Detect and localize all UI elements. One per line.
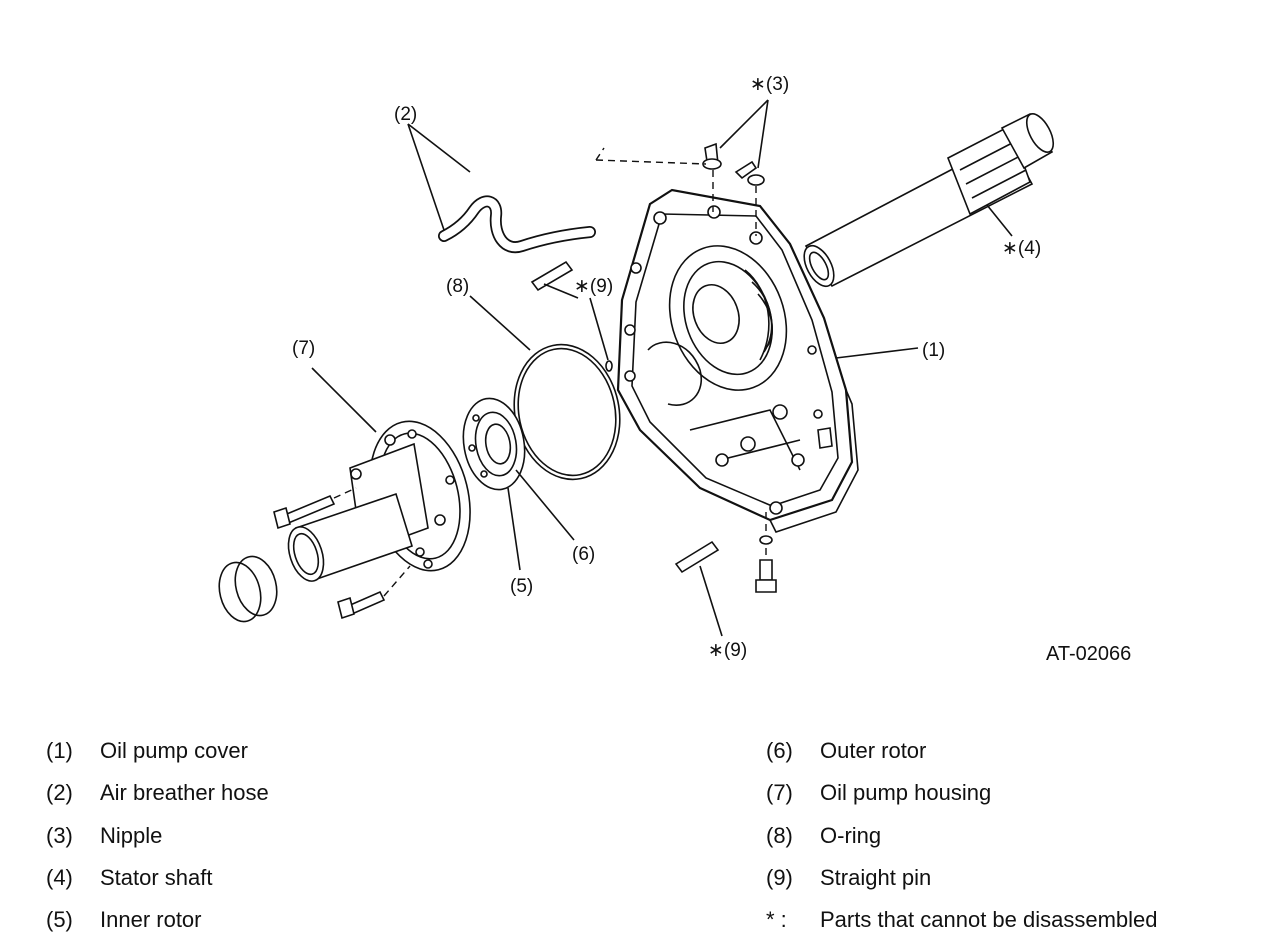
legend-item: (9) Straight pin xyxy=(766,857,1158,899)
callout-2: (2) xyxy=(394,104,417,125)
nipples xyxy=(702,99,769,236)
legend-item: (1) Oil pump cover xyxy=(46,730,269,772)
exploded-parts-diagram: (1) (2) ∗(3) ∗(4) (5) (6) (7) (8) ∗(9) ∗… xyxy=(218,74,1131,665)
legend-number: (9) xyxy=(766,865,793,891)
stator-shaft xyxy=(803,112,1055,288)
legend-label: Air breather hose xyxy=(100,780,269,806)
legend-number: (3) xyxy=(46,822,73,848)
snap-rings xyxy=(218,555,278,623)
legend-item: (5) Inner rotor xyxy=(46,899,269,941)
figure-code: AT-02066 xyxy=(1046,643,1131,665)
legend-item: (7) Oil pump housing xyxy=(766,772,1158,814)
legend-number: * : xyxy=(766,907,787,933)
oil-pump-cover xyxy=(616,188,919,533)
housing-bolts xyxy=(273,487,411,620)
legend-number: (2) xyxy=(46,780,73,806)
straight-pins xyxy=(530,260,723,637)
legend-label: O-ring xyxy=(820,822,882,848)
legend-label: Oil pump cover xyxy=(100,738,248,764)
callout-7: (7) xyxy=(292,338,315,359)
legend-item: (6) Outer rotor xyxy=(766,730,1158,772)
legend-label: Nipple xyxy=(100,822,163,848)
callout-4: ∗(4) xyxy=(1002,238,1041,259)
legend-label: Inner rotor xyxy=(100,907,202,933)
legend-item: (8) O-ring xyxy=(766,815,1158,857)
callout-5: (5) xyxy=(510,576,533,597)
legend-number: (7) xyxy=(766,780,793,806)
oil-pump-housing xyxy=(287,367,471,582)
legend-label: Oil pump housing xyxy=(820,780,992,806)
callout-1: (1) xyxy=(922,340,945,361)
legend-label: Straight pin xyxy=(820,865,932,891)
bolt-and-washer xyxy=(755,512,777,593)
legend-number: (4) xyxy=(46,865,73,891)
callout-6: (6) xyxy=(572,544,595,565)
legend-label: Parts that cannot be disassembled xyxy=(820,907,1158,933)
legend-label: Stator shaft xyxy=(100,865,213,891)
legend-item: (3) Nipple xyxy=(46,815,269,857)
legend-column-left: (1) Oil pump cover (2) Air breather hose (… xyxy=(46,730,269,941)
legend-number: (8) xyxy=(766,822,793,848)
callout-9-upper: ∗(9) xyxy=(574,276,613,297)
legend-column-right: (6) Outer rotor (7) Oil pump housing (8) O-… xyxy=(766,730,1158,941)
callout-8: (8) xyxy=(446,276,469,297)
legend-number: (6) xyxy=(766,738,793,764)
callout-9-lower: ∗(9) xyxy=(708,640,747,661)
legend-item: (2) Air breather hose xyxy=(46,772,269,814)
legend-label: Outer rotor xyxy=(820,738,927,764)
callout-3: ∗(3) xyxy=(750,74,789,95)
rotors xyxy=(462,397,575,571)
legend-number: (5) xyxy=(46,907,73,933)
legend-number: (1) xyxy=(46,738,73,764)
legend-item: (4) Stator shaft xyxy=(46,857,269,899)
legend-item: * : Parts that cannot be disassembled xyxy=(766,899,1158,941)
air-breather-hoses xyxy=(407,123,707,254)
